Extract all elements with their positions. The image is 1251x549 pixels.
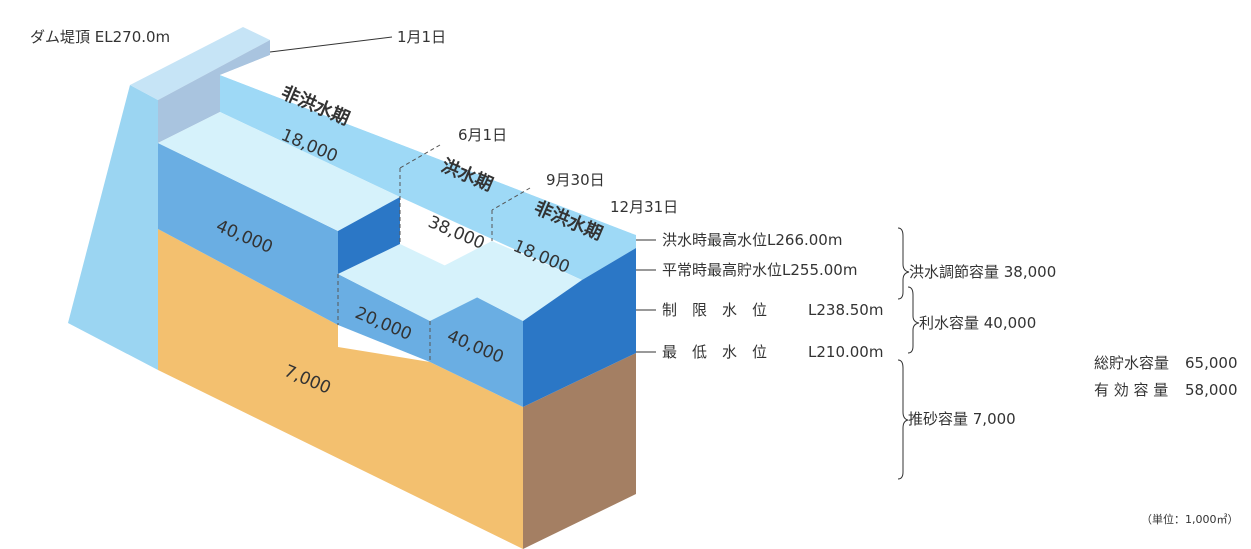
water-20000-front xyxy=(338,274,430,362)
level-3-value: L238.50m xyxy=(808,301,883,319)
dam-crest-strip xyxy=(158,40,270,143)
water-upper-front xyxy=(220,75,636,280)
jan1-leader xyxy=(269,36,393,53)
brace-flood-control xyxy=(897,227,910,300)
level-1: 洪水時最高水位L266.00m xyxy=(662,231,842,249)
water-main-top xyxy=(158,112,400,231)
capacity-sediment: 推砂容量 7,000 xyxy=(908,410,1016,428)
capacity-usable: 利水容量 40,000 xyxy=(919,314,1036,332)
effective-label: 有 効 容 量 xyxy=(1094,381,1168,399)
dam-crest-top xyxy=(130,27,270,100)
date-sep30: 9月30日 xyxy=(546,171,605,189)
dam-body xyxy=(68,85,158,370)
date-jan1: 1月1日 xyxy=(397,28,446,46)
level-3-prefix: 制 限 水 位 xyxy=(662,301,767,319)
capacity-flood-control: 洪水調節容量 38,000 xyxy=(909,263,1056,281)
boundary-sep30 xyxy=(491,187,531,211)
period-top-strip xyxy=(220,55,636,235)
brace-usable xyxy=(907,286,920,354)
level-4-value: L210.00m xyxy=(808,343,883,361)
date-dec31: 12月31日 xyxy=(610,198,678,216)
brace-sediment xyxy=(897,359,909,480)
date-jun1: 6月1日 xyxy=(458,126,507,144)
boundary-jun1 xyxy=(399,144,441,169)
level-4-prefix: 最 低 水 位 xyxy=(662,343,767,361)
water-right-side-face xyxy=(523,248,636,407)
effective-value: 58,000 xyxy=(1185,381,1238,399)
water-38000-step-face xyxy=(338,197,400,274)
dam-crest-label: ダム堤頂 EL270.0m xyxy=(30,28,170,46)
sediment-side-face xyxy=(523,353,636,549)
water-40000-top xyxy=(430,241,582,321)
sediment-front-face xyxy=(158,229,523,549)
total-value: 65,000 xyxy=(1185,354,1238,372)
level-2: 平常時最高貯水位L255.00m xyxy=(662,261,857,279)
unit-note: （単位：1,000㎥） xyxy=(1141,512,1239,526)
water-20000-top xyxy=(338,244,494,321)
total-label: 総貯水容量 xyxy=(1094,354,1169,372)
water-main-front xyxy=(158,143,338,325)
